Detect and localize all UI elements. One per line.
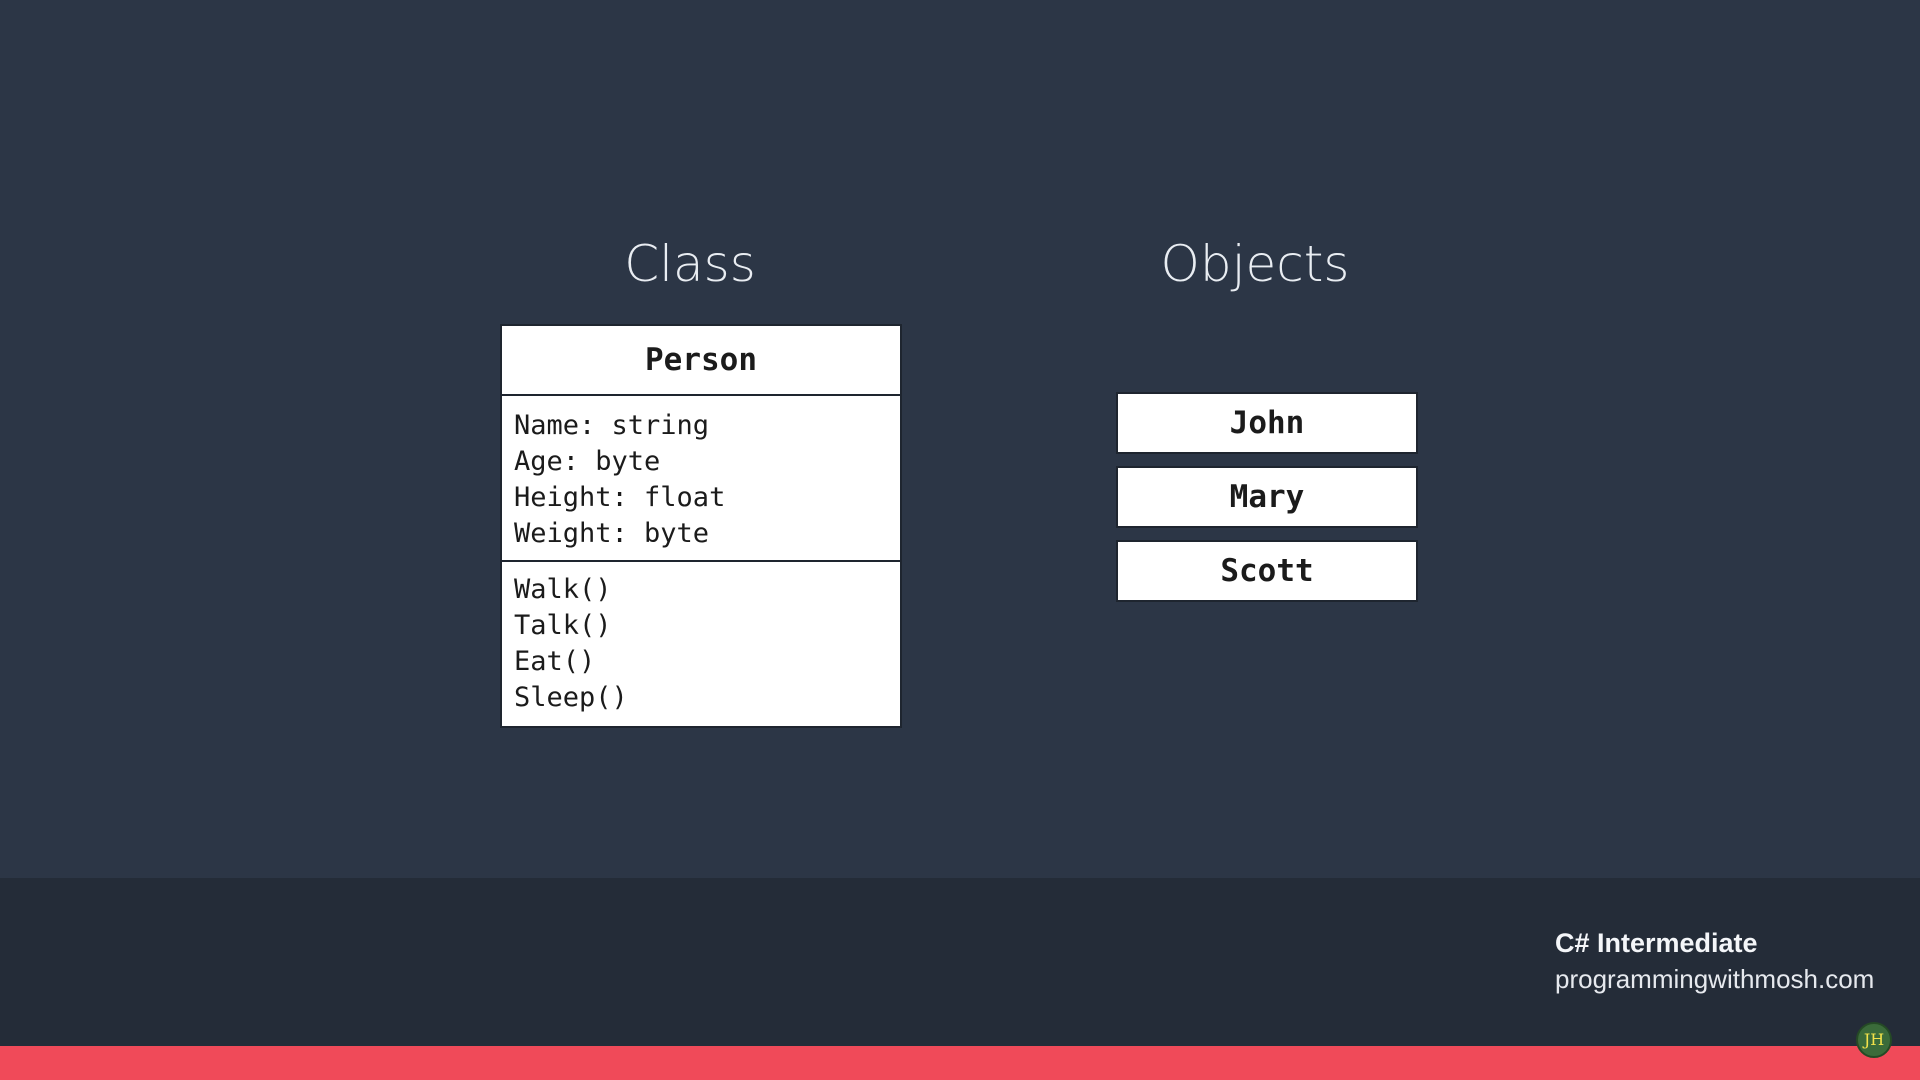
attributes-section: Name: string Age: byte Height: float Wei…: [502, 396, 900, 562]
object-scott: Scott: [1116, 540, 1418, 602]
object-john: John: [1116, 392, 1418, 454]
method-walk: Walk(): [514, 574, 612, 605]
method-eat: Eat(): [514, 646, 596, 677]
progress-bar: [0, 1046, 1920, 1080]
class-heading: Class: [624, 235, 756, 293]
objects-heading: Objects: [1160, 235, 1350, 293]
methods-section: Walk() Talk() Eat() Sleep(): [502, 562, 900, 726]
avatar-icon: JH: [1856, 1022, 1892, 1058]
attribute-name: Name: string: [514, 410, 710, 441]
object-mary: Mary: [1116, 466, 1418, 528]
attribute-weight: Weight: byte: [514, 518, 710, 549]
method-talk: Talk(): [514, 610, 612, 641]
brand-block: C# Intermediate programmingwithmosh.com: [1555, 926, 1874, 998]
method-sleep: Sleep(): [514, 682, 628, 713]
footer-band: [0, 878, 1920, 1046]
class-name: Person: [502, 326, 900, 396]
attribute-age: Age: byte: [514, 446, 661, 477]
site-url: programmingwithmosh.com: [1555, 964, 1875, 994]
course-title: C# Intermediate: [1555, 928, 1758, 958]
attribute-height: Height: float: [514, 482, 726, 513]
objects-list: John Mary Scott: [1116, 392, 1418, 614]
uml-class-box: Person Name: string Age: byte Height: fl…: [500, 324, 902, 728]
